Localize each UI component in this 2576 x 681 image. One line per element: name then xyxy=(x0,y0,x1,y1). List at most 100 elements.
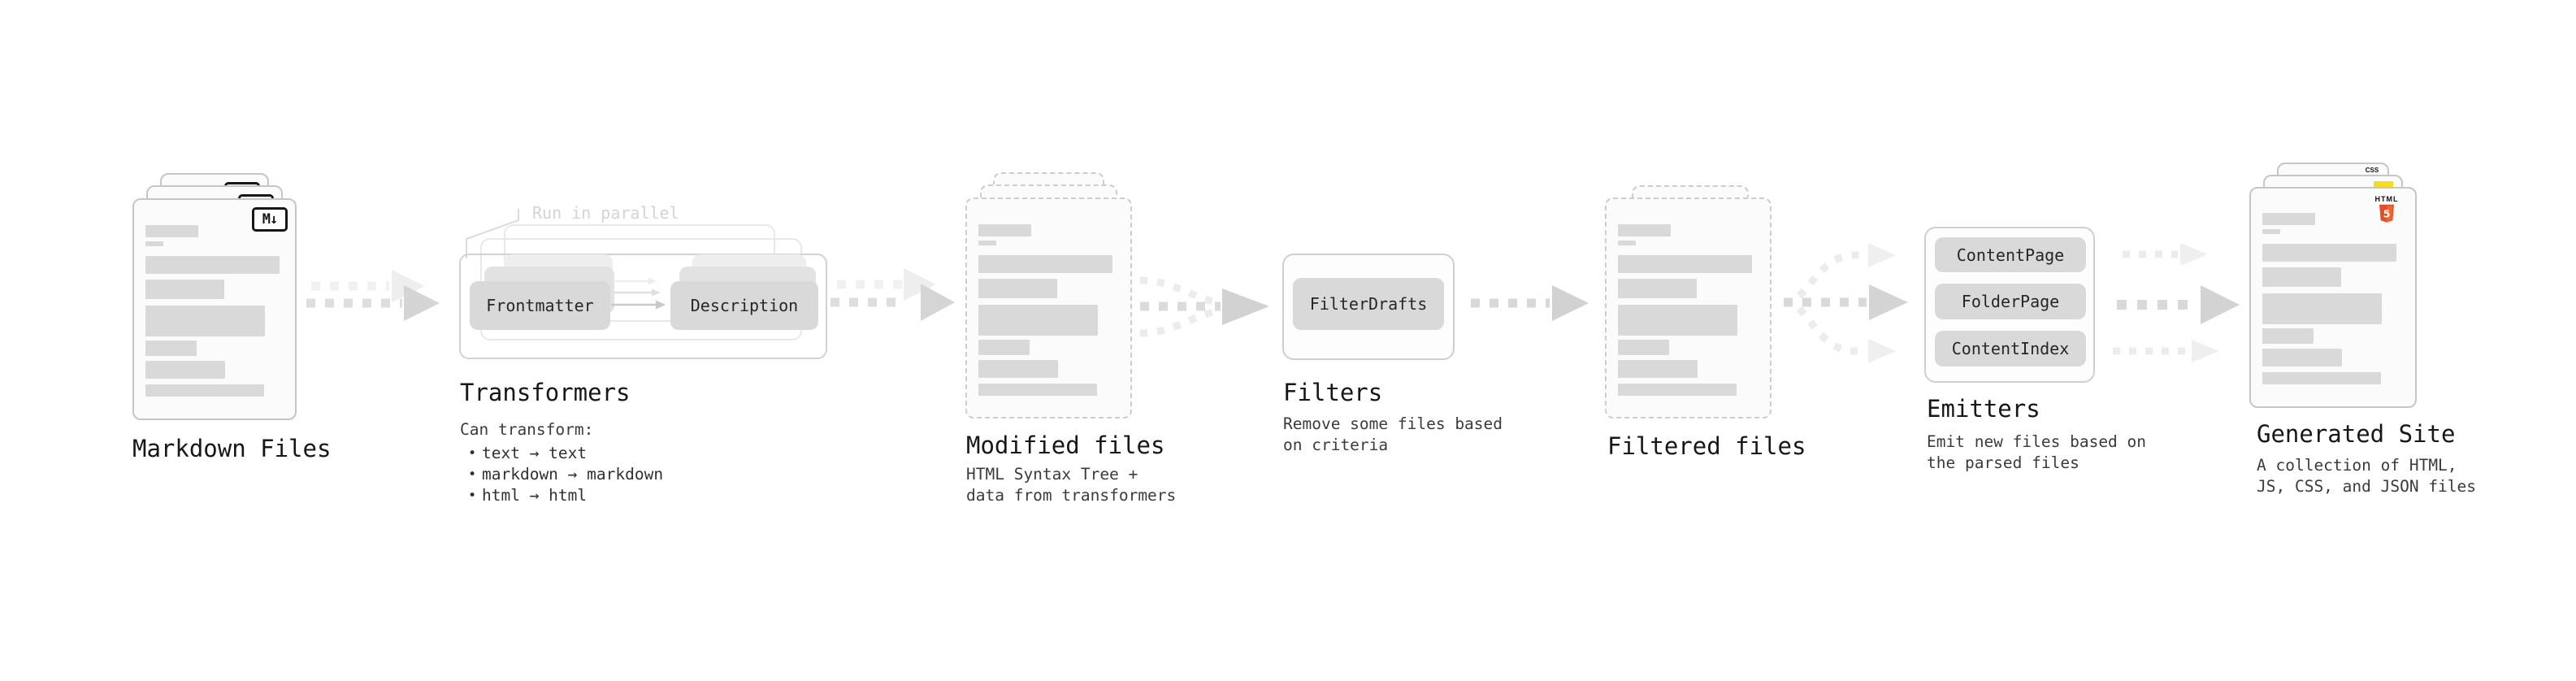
file-content-placeholder xyxy=(1618,224,1759,396)
text-line-placeholder xyxy=(1618,224,1671,236)
text-line-placeholder xyxy=(978,340,1030,355)
markdown-icon: M↓ xyxy=(252,207,288,232)
parallel-arrow-bottom xyxy=(611,300,666,310)
html5-number: 5 xyxy=(2383,209,2391,221)
arrow-filtered-to-emitters-diverge xyxy=(1783,243,1908,363)
generated-site-desc: A collection of HTML, JS, CSS, and JSON … xyxy=(2257,456,2477,496)
folderpage-label: FolderPage xyxy=(1961,292,2060,311)
text-line-placeholder xyxy=(1618,241,1636,245)
bullet-text: markdown → markdown xyxy=(482,465,664,484)
markdown-files-stage: M↓ M↓ M↓ xyxy=(132,173,297,420)
contentpage-emitter-node: ContentPage xyxy=(1935,237,2086,272)
emitters-title: Emitters xyxy=(1927,395,2040,423)
parallel-arrow-top xyxy=(614,277,657,285)
text-line-placeholder xyxy=(2262,267,2341,287)
text-line-placeholder xyxy=(2262,372,2381,384)
file-content-placeholder xyxy=(978,224,1119,396)
text-line-placeholder xyxy=(1618,305,1737,336)
text-line-placeholder xyxy=(978,384,1097,396)
file-content-placeholder xyxy=(2262,213,2404,384)
transformers-stage: Frontmatter Description xyxy=(459,224,827,359)
text-line-placeholder xyxy=(2262,229,2280,234)
transformers-bullet-list: • text → text • markdown → markdown • ht… xyxy=(460,443,663,506)
bullet-icon: • xyxy=(468,445,477,462)
filterdrafts-node: FilterDrafts xyxy=(1293,278,1444,330)
parallel-arrow-middle xyxy=(614,288,661,297)
list-item: • html → html xyxy=(460,485,663,506)
bullet-icon: • xyxy=(468,466,477,483)
text-line-placeholder xyxy=(978,241,996,245)
text-line-placeholder xyxy=(145,361,225,379)
text-line-placeholder xyxy=(978,305,1098,336)
arrow-main xyxy=(1471,285,1589,321)
contentindex-label: ContentIndex xyxy=(1951,339,2070,358)
diverge-path-bottom xyxy=(1783,298,1896,363)
markdown-badge-text: M↓ xyxy=(262,211,279,228)
markdown-file-card-front: M↓ xyxy=(132,198,297,420)
arrows-emitters-to-site xyxy=(2113,243,2240,362)
description-transformer-node: Description xyxy=(670,281,818,330)
diverge-path-middle xyxy=(1784,284,1908,320)
arrow-transformers-to-modified xyxy=(830,268,955,321)
text-line-placeholder xyxy=(145,225,198,237)
html5-shield: 5 xyxy=(2379,204,2394,223)
text-line-placeholder xyxy=(2262,349,2342,367)
text-line-placeholder xyxy=(1618,279,1697,298)
bullet-icon: • xyxy=(468,488,477,504)
text-line-placeholder xyxy=(2262,244,2396,262)
modified-file-card-front xyxy=(965,197,1132,419)
arrow-main xyxy=(306,285,440,321)
run-in-parallel-leader-line xyxy=(466,209,519,258)
text-line-placeholder xyxy=(1618,360,1698,378)
filtered-files-stage xyxy=(1605,185,1772,419)
diverge-path-top xyxy=(1783,243,1896,306)
converge-path-bottom xyxy=(1139,308,1215,337)
frontmatter-label: Frontmatter xyxy=(486,296,594,315)
text-line-placeholder xyxy=(1618,255,1752,273)
converge-path-top xyxy=(1139,276,1215,306)
arrow-markdown-to-transformers xyxy=(306,270,440,321)
contentindex-emitter-node: ContentIndex xyxy=(1935,331,2086,367)
text-line-placeholder xyxy=(2262,213,2315,225)
text-line-placeholder xyxy=(1618,384,1737,396)
modified-files-title: Modified files xyxy=(966,432,1165,459)
modified-files-desc: HTML Syntax Tree + data from transformer… xyxy=(966,465,1177,505)
html-file-card-front: HTML 5 xyxy=(2249,187,2417,408)
text-line-placeholder xyxy=(1618,340,1669,355)
text-line-placeholder xyxy=(145,280,224,299)
generated-site-stage: CSS HTML 5 xyxy=(2249,163,2417,408)
emitters-desc: Emit new files based on the parsed files xyxy=(1927,432,2147,472)
text-line-placeholder xyxy=(978,279,1057,298)
css-badge-text: CSS xyxy=(2365,167,2379,174)
filters-desc: Remove some files based on criteria xyxy=(1283,414,1503,454)
javascript-icon xyxy=(2374,181,2393,189)
transformers-title: Transformers xyxy=(460,379,631,406)
text-line-placeholder xyxy=(978,360,1058,378)
transformers-box-front xyxy=(459,254,827,359)
filtered-files-title: Filtered files xyxy=(1607,432,1806,460)
text-line-placeholder xyxy=(145,241,163,246)
parallel-arrow-top xyxy=(2123,243,2208,266)
transformers-desc-heading: Can transform: xyxy=(460,420,594,439)
arrow-modified-to-filters-converge xyxy=(1139,276,1269,337)
text-line-placeholder xyxy=(2262,328,2314,344)
modified-files-stage xyxy=(965,172,1132,419)
frontmatter-to-description-arrows xyxy=(611,277,666,310)
arrow-filters-to-filtered xyxy=(1471,285,1589,321)
arrow-main xyxy=(830,284,955,321)
text-line-placeholder xyxy=(145,340,197,356)
filters-title: Filters xyxy=(1283,379,1383,406)
bullet-text: html → html xyxy=(482,486,588,505)
converge-path-middle xyxy=(1140,288,1269,325)
arrow-ghost xyxy=(311,270,425,302)
text-line-placeholder xyxy=(978,255,1112,273)
parallel-arrow-middle xyxy=(2117,285,2240,324)
filtered-file-card-front xyxy=(1605,197,1772,419)
text-line-placeholder xyxy=(145,384,264,397)
html5-badge-text: HTML xyxy=(2374,195,2399,203)
filterdrafts-label: FilterDrafts xyxy=(1309,294,1428,314)
markdown-files-title: Markdown Files xyxy=(132,435,332,462)
text-line-placeholder xyxy=(2262,293,2382,324)
parallel-arrow-bottom xyxy=(2113,340,2219,362)
folderpage-emitter-node: FolderPage xyxy=(1935,284,2086,319)
